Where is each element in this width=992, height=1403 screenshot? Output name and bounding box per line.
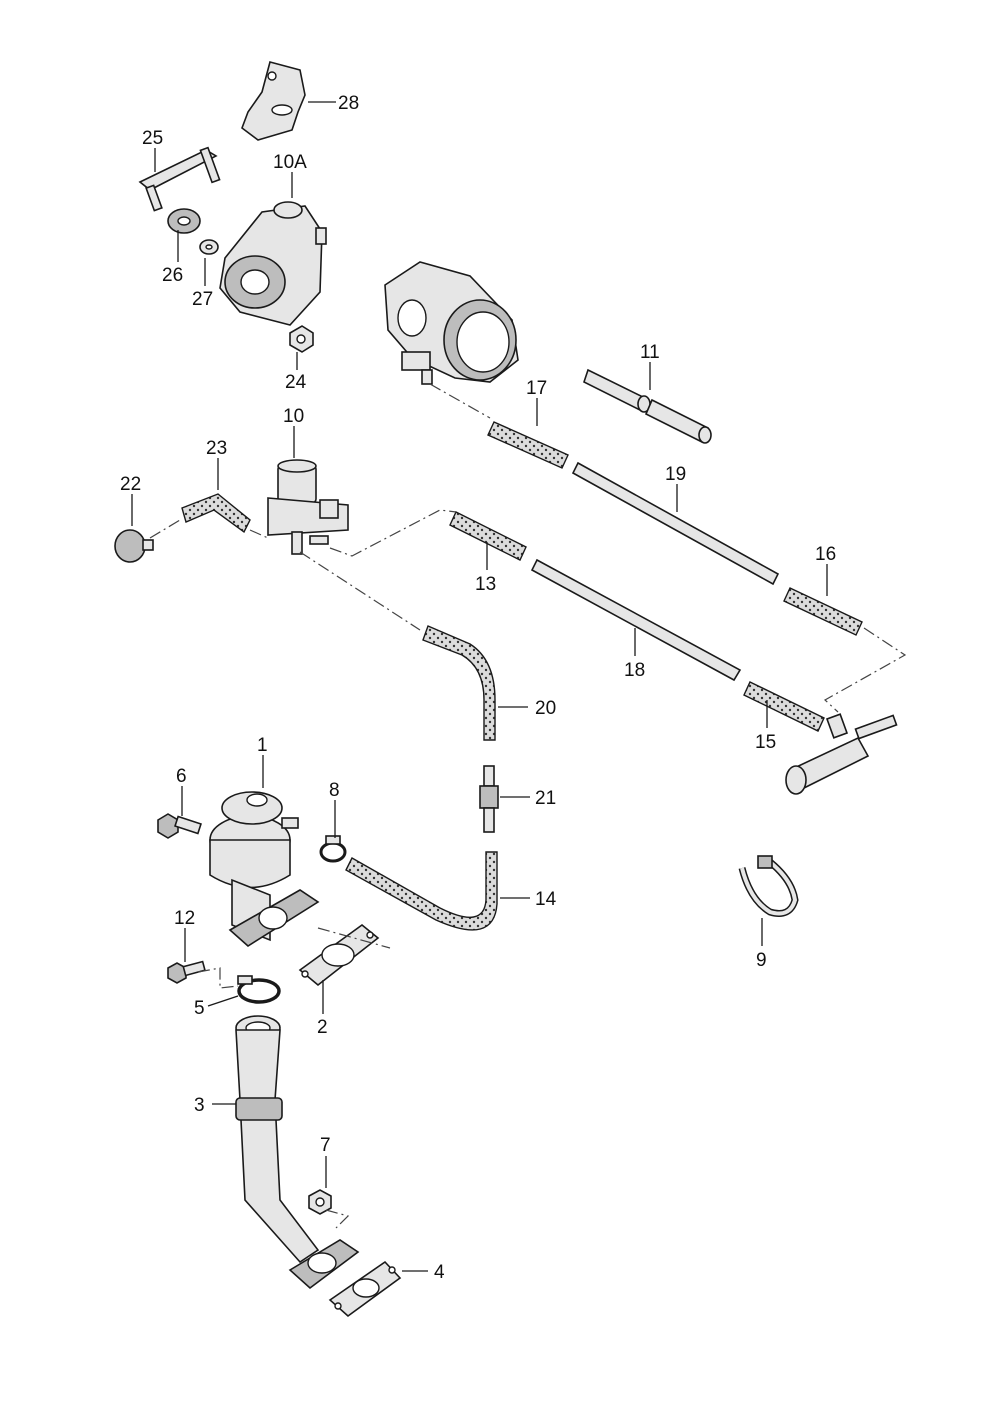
routing-lines [149, 383, 907, 1229]
callout-22: 22 [120, 474, 141, 495]
callout-10: 10 [283, 406, 304, 427]
part-19-tube[interactable] [571, 461, 780, 586]
callout-labels: 28 25 10A 26 27 24 11 17 10 23 22 19 16 … [120, 93, 836, 1283]
part-16-hose[interactable] [783, 587, 863, 636]
callout-13: 13 [475, 574, 496, 595]
part-24-nut[interactable] [289, 325, 314, 353]
part-12-bolt[interactable] [167, 960, 206, 984]
callout-7: 7 [320, 1135, 331, 1156]
part-18-tube[interactable] [530, 558, 742, 682]
part-27-washer[interactable] [199, 239, 219, 255]
part-26-grommet[interactable] [167, 208, 201, 234]
part-25-bracket[interactable] [138, 146, 221, 212]
leader-lines [131, 101, 828, 1272]
part-9-hose-clip[interactable] [738, 855, 799, 917]
callout-26: 26 [162, 265, 183, 286]
part-13-hose[interactable] [449, 511, 527, 561]
part-10-solenoid-valve[interactable] [267, 459, 349, 555]
part-6-bolt[interactable] [157, 813, 202, 839]
callout-18: 18 [624, 660, 645, 681]
callout-28: 28 [338, 93, 359, 114]
part-22-cap[interactable] [114, 529, 154, 563]
part-28-heat-shield[interactable] [241, 61, 306, 141]
callout-27: 27 [192, 289, 213, 310]
callout-24: 24 [285, 372, 307, 393]
callout-5: 5 [194, 998, 205, 1019]
callout-11: 11 [640, 342, 660, 363]
callout-2: 2 [317, 1017, 328, 1038]
part-3-exhaust-pipe[interactable] [235, 1015, 360, 1290]
part-4-gasket[interactable] [328, 1260, 402, 1318]
part-21-connector[interactable] [479, 765, 499, 833]
part-23-elbow-hose[interactable] [181, 493, 251, 534]
callout-14: 14 [535, 889, 557, 910]
part-1-egr-valve[interactable] [209, 791, 320, 947]
callout-17: 17 [526, 378, 547, 399]
callout-10a: 10A [273, 152, 307, 173]
callout-12: 12 [174, 908, 195, 929]
part-20-bent-hose[interactable] [422, 625, 496, 741]
part-15-hose[interactable] [743, 681, 825, 732]
callout-20: 20 [535, 698, 556, 719]
part-11-hose-pair[interactable] [583, 368, 712, 444]
t-connector [785, 713, 898, 795]
part-7-nut[interactable] [308, 1189, 332, 1215]
callout-4: 4 [434, 1262, 445, 1283]
callout-1: 1 [257, 735, 268, 756]
callout-19: 19 [665, 464, 686, 485]
callout-23: 23 [206, 438, 227, 459]
part-14-bent-hose[interactable] [345, 851, 498, 931]
callout-16: 16 [815, 544, 836, 565]
callout-3: 3 [194, 1095, 205, 1116]
callout-6: 6 [176, 766, 187, 787]
throttle-housing [384, 261, 519, 385]
part-17-hose[interactable] [487, 421, 569, 469]
callout-25: 25 [142, 128, 163, 149]
callout-8: 8 [329, 780, 340, 801]
callout-9: 9 [756, 950, 767, 971]
callout-21: 21 [535, 788, 556, 809]
part-10a-valve-assembly[interactable] [219, 201, 327, 326]
callout-15: 15 [755, 732, 776, 753]
part-5-clamp[interactable] [237, 975, 281, 1004]
part-2-gasket[interactable] [298, 923, 380, 987]
part-8-clamp[interactable] [319, 835, 347, 863]
